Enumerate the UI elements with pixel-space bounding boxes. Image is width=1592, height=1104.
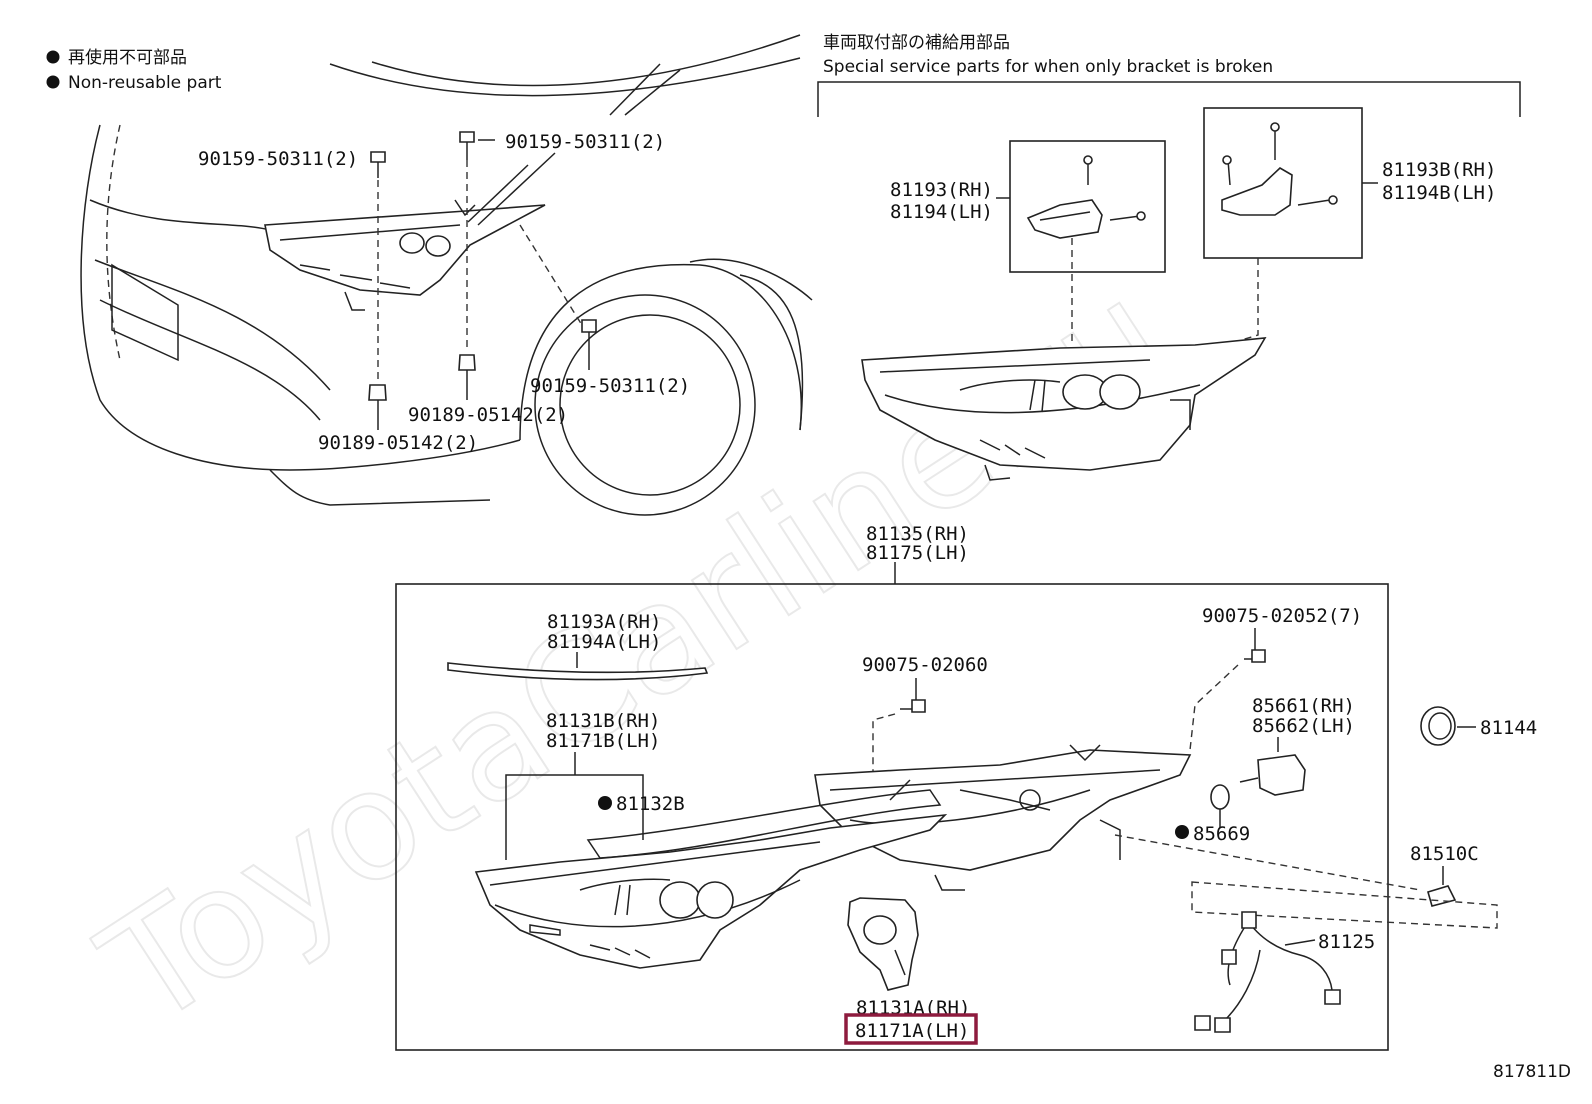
screw-1-part bbox=[911, 699, 926, 713]
plug-label: 81510C bbox=[1410, 843, 1479, 865]
trim-strip-part bbox=[447, 662, 709, 681]
legend: 再使用不可部品 Non-reusable part bbox=[46, 47, 222, 93]
nut-a-label: 90189-05142(2) bbox=[318, 432, 478, 454]
bracket2-lh-label: 81194B(LH) bbox=[1382, 182, 1496, 204]
gasket-label: 81132B bbox=[616, 793, 685, 815]
bracket-81193-box bbox=[1009, 140, 1166, 273]
screw-1-label: 90075-02060 bbox=[862, 654, 988, 676]
legend-en: Non-reusable part bbox=[68, 73, 222, 93]
oring-label: 85669 bbox=[1193, 823, 1250, 845]
bracket-81193b-part bbox=[1221, 122, 1338, 346]
gasket-ring-part bbox=[586, 789, 942, 859]
headlamp-reference-illustration bbox=[861, 337, 1267, 481]
vehicle-front-illustration bbox=[80, 34, 813, 516]
lens-lh-label: 81171B(LH) bbox=[546, 730, 660, 752]
bolt-a-label: 90159-50311(2) bbox=[198, 148, 358, 170]
bracket1-lh-label: 81194(LH) bbox=[890, 201, 993, 223]
strip-lh-label: 81194A(LH) bbox=[547, 631, 661, 653]
assy-lh-label: 81175(LH) bbox=[866, 542, 969, 564]
fasteners-left bbox=[368, 131, 597, 430]
service-bracket-line bbox=[817, 81, 1521, 117]
non-reusable-bullet-icon bbox=[46, 50, 60, 64]
headlamp-lens-part bbox=[474, 813, 948, 969]
legend-jp: 再使用不可部品 bbox=[68, 47, 187, 68]
harness-part bbox=[1194, 911, 1341, 1033]
screw-7-part bbox=[1251, 649, 1266, 663]
socket-part bbox=[1239, 754, 1306, 796]
lens-rh-label: 81131B(RH) bbox=[546, 710, 660, 732]
screw-7-label: 90075-02052(7) bbox=[1202, 605, 1362, 627]
nut-b-label: 90189-05142(2) bbox=[408, 404, 568, 426]
unit-lh-label: 81171A(LH) bbox=[855, 1020, 969, 1042]
lamp-unit-part bbox=[847, 897, 919, 991]
service-note-en: Special service parts for when only brac… bbox=[823, 57, 1273, 77]
plug-part bbox=[1427, 885, 1457, 907]
cap-label: 81144 bbox=[1480, 717, 1537, 739]
non-reusable-bullet-icon bbox=[46, 75, 60, 89]
harness-label: 81125 bbox=[1318, 931, 1375, 953]
figure-code: 817811D bbox=[1493, 1062, 1571, 1082]
cap-part bbox=[1420, 706, 1456, 746]
headlamp-housing-part bbox=[814, 744, 1192, 891]
oring-non-reusable-icon bbox=[1175, 825, 1189, 839]
unit-lh-highlight bbox=[844, 1013, 978, 1045]
socket-lh-label: 85662(LH) bbox=[1252, 715, 1355, 737]
harness-dashed-region bbox=[1191, 881, 1498, 929]
bracket2-rh-label: 81193B(RH) bbox=[1382, 159, 1496, 181]
socket-rh-label: 85661(RH) bbox=[1252, 695, 1355, 717]
bracket-81193-part bbox=[1026, 155, 1146, 345]
bracket1-rh-label: 81193(RH) bbox=[890, 179, 993, 201]
assy-rh-label: 81135(RH) bbox=[866, 523, 969, 545]
bolt-b-label: 90159-50311(2) bbox=[505, 131, 665, 153]
bolt-c-label: 90159-50311(2) bbox=[530, 375, 690, 397]
oring-part bbox=[1210, 784, 1230, 810]
headlamp-assembly-box bbox=[395, 583, 1389, 1051]
service-note-jp: 車両取付部の補給用部品 bbox=[823, 33, 1010, 53]
strip-rh-label: 81193A(RH) bbox=[547, 611, 661, 633]
gasket-non-reusable-icon bbox=[598, 796, 612, 810]
